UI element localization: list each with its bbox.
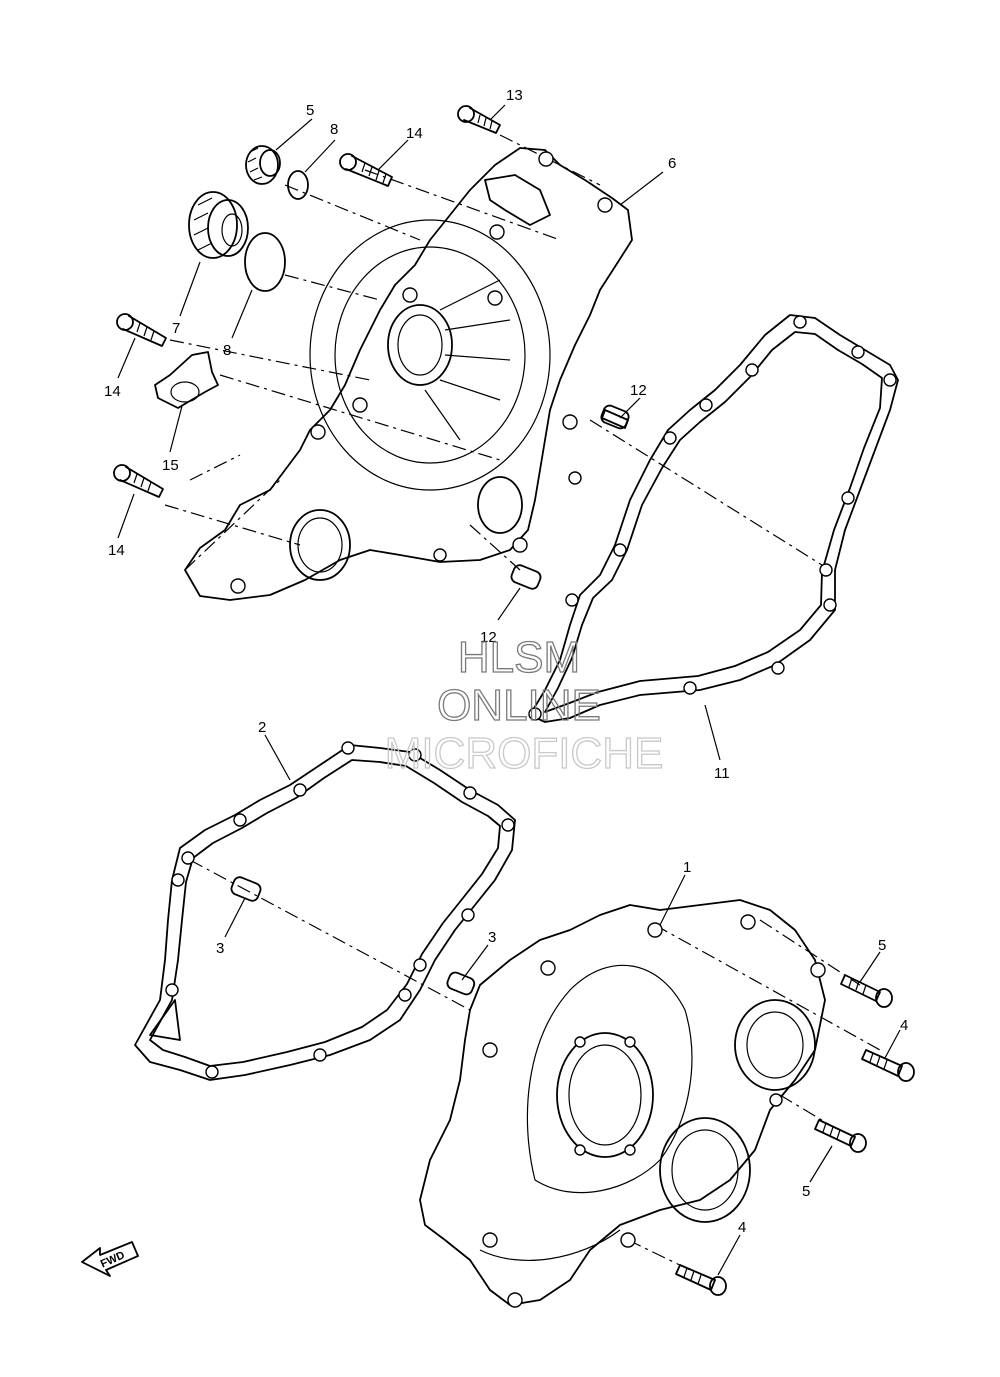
bolt-part-14-mid: [116, 313, 167, 347]
dowel-pin-12-lower: [510, 564, 542, 590]
callout-7: 7: [172, 320, 180, 337]
crankcase-cover-lower: [419, 899, 826, 1308]
bolt-part-14-top: [339, 153, 393, 187]
callout-14-mid: 14: [104, 383, 121, 400]
crankcase-cover-upper: [184, 147, 633, 601]
gasket-lower: [134, 741, 516, 1081]
plug-part-9: [245, 145, 281, 185]
callout-9: 5: [306, 102, 314, 119]
watermark: HLSM ONLINE MICROFICHE: [384, 632, 664, 778]
callout-labels: 5 8 13 14 6 7 8 14 15 14 12 12 11 2 1 3 …: [104, 87, 908, 1236]
cap-part-7: [188, 191, 249, 259]
leader-lines: [117, 104, 901, 1276]
callout-12-upper: 12: [630, 382, 647, 399]
dowel-pin-3-right: [446, 971, 476, 996]
bolt-part-5-low: [814, 1119, 867, 1153]
watermark-line-3: MICROFICHE: [385, 729, 664, 778]
dowel-pin-12-upper: [600, 404, 630, 430]
callout-5-top: 5: [878, 937, 886, 954]
forward-direction-arrow: FWD: [81, 1241, 139, 1277]
callout-5-low: 5: [802, 1183, 810, 1200]
callout-6: 6: [668, 155, 676, 172]
callout-14-low: 14: [108, 542, 125, 559]
clamp-part-15: [154, 351, 219, 409]
bolt-part-5-top: [840, 974, 893, 1008]
gasket-upper: [528, 314, 899, 723]
callout-14-top: 14: [406, 125, 423, 142]
callout-4-top: 4: [900, 1017, 908, 1034]
callout-12-lower: 12: [480, 629, 497, 646]
callout-1: 1: [683, 859, 691, 876]
watermark-line-2: ONLINE: [437, 681, 601, 730]
o-ring-part-8: [244, 232, 286, 292]
bolt-part-4-top: [861, 1049, 915, 1082]
callout-2: 2: [258, 719, 266, 736]
watermark-line-1: HLSM: [458, 633, 580, 682]
o-ring-part-10: [287, 170, 309, 200]
bolt-part-13: [457, 105, 501, 134]
callout-8: 8: [223, 342, 231, 359]
callout-15: 15: [162, 457, 179, 474]
callout-11: 11: [714, 765, 730, 782]
bolt-part-14-low: [113, 464, 164, 498]
callout-4-low: 4: [738, 1219, 746, 1236]
callout-3-left: 3: [216, 940, 224, 957]
callout-13: 13: [506, 87, 523, 104]
callout-3-right: 3: [488, 929, 496, 946]
bolt-part-4-low: [675, 1264, 727, 1296]
callout-10: 8: [330, 121, 338, 138]
dowel-pin-3-left: [230, 876, 262, 902]
